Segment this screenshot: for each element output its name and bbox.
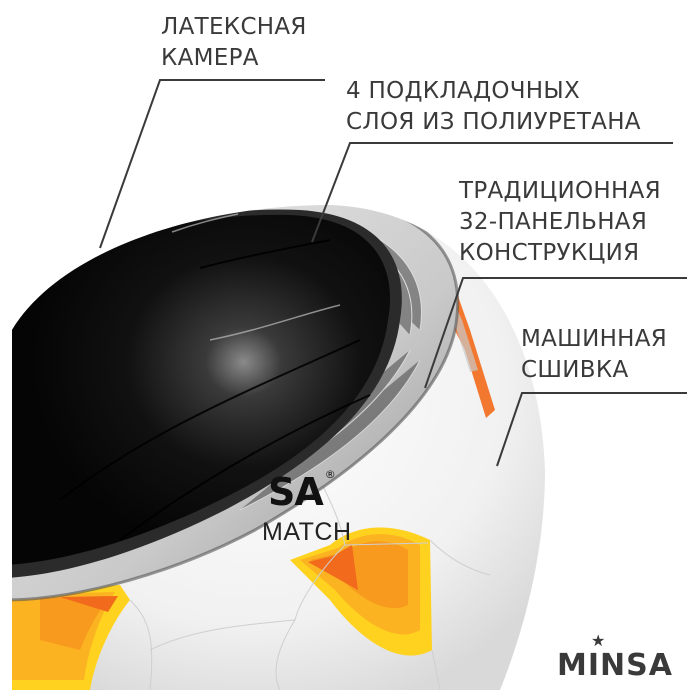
latex-bladder <box>12 214 391 565</box>
callout-line-panels <box>424 277 687 389</box>
brand-logo-text: MINSA <box>557 648 673 683</box>
callout-latex-bladder: ЛАТЕКСНАЯ КАМЕРА <box>161 14 307 71</box>
callout-line-stitching <box>496 392 687 467</box>
callout-pu-layers: 4 ПОДКЛАДОЧНЫХ СЛОЯ ИЗ ПОЛИУРЕТАНА <box>346 78 641 135</box>
ball-brand-print: SA® <box>268 468 336 514</box>
callout-panel-construction: ТРАДИЦИОННАЯ 32-ПАНЕЛЬНАЯ КОНСТРУКЦИЯ <box>459 178 661 266</box>
brand-logo: ★ MINSA <box>557 631 673 683</box>
star-icon: ★ <box>591 631 607 650</box>
callout-lines <box>99 79 687 467</box>
callout-line-latex <box>99 79 325 249</box>
callout-line-layers <box>311 142 673 243</box>
ball-model-print: MATCH <box>262 518 352 546</box>
callout-machine-stitching: МАШИННАЯ СШИВКА <box>521 326 668 383</box>
ball-body <box>12 205 545 690</box>
